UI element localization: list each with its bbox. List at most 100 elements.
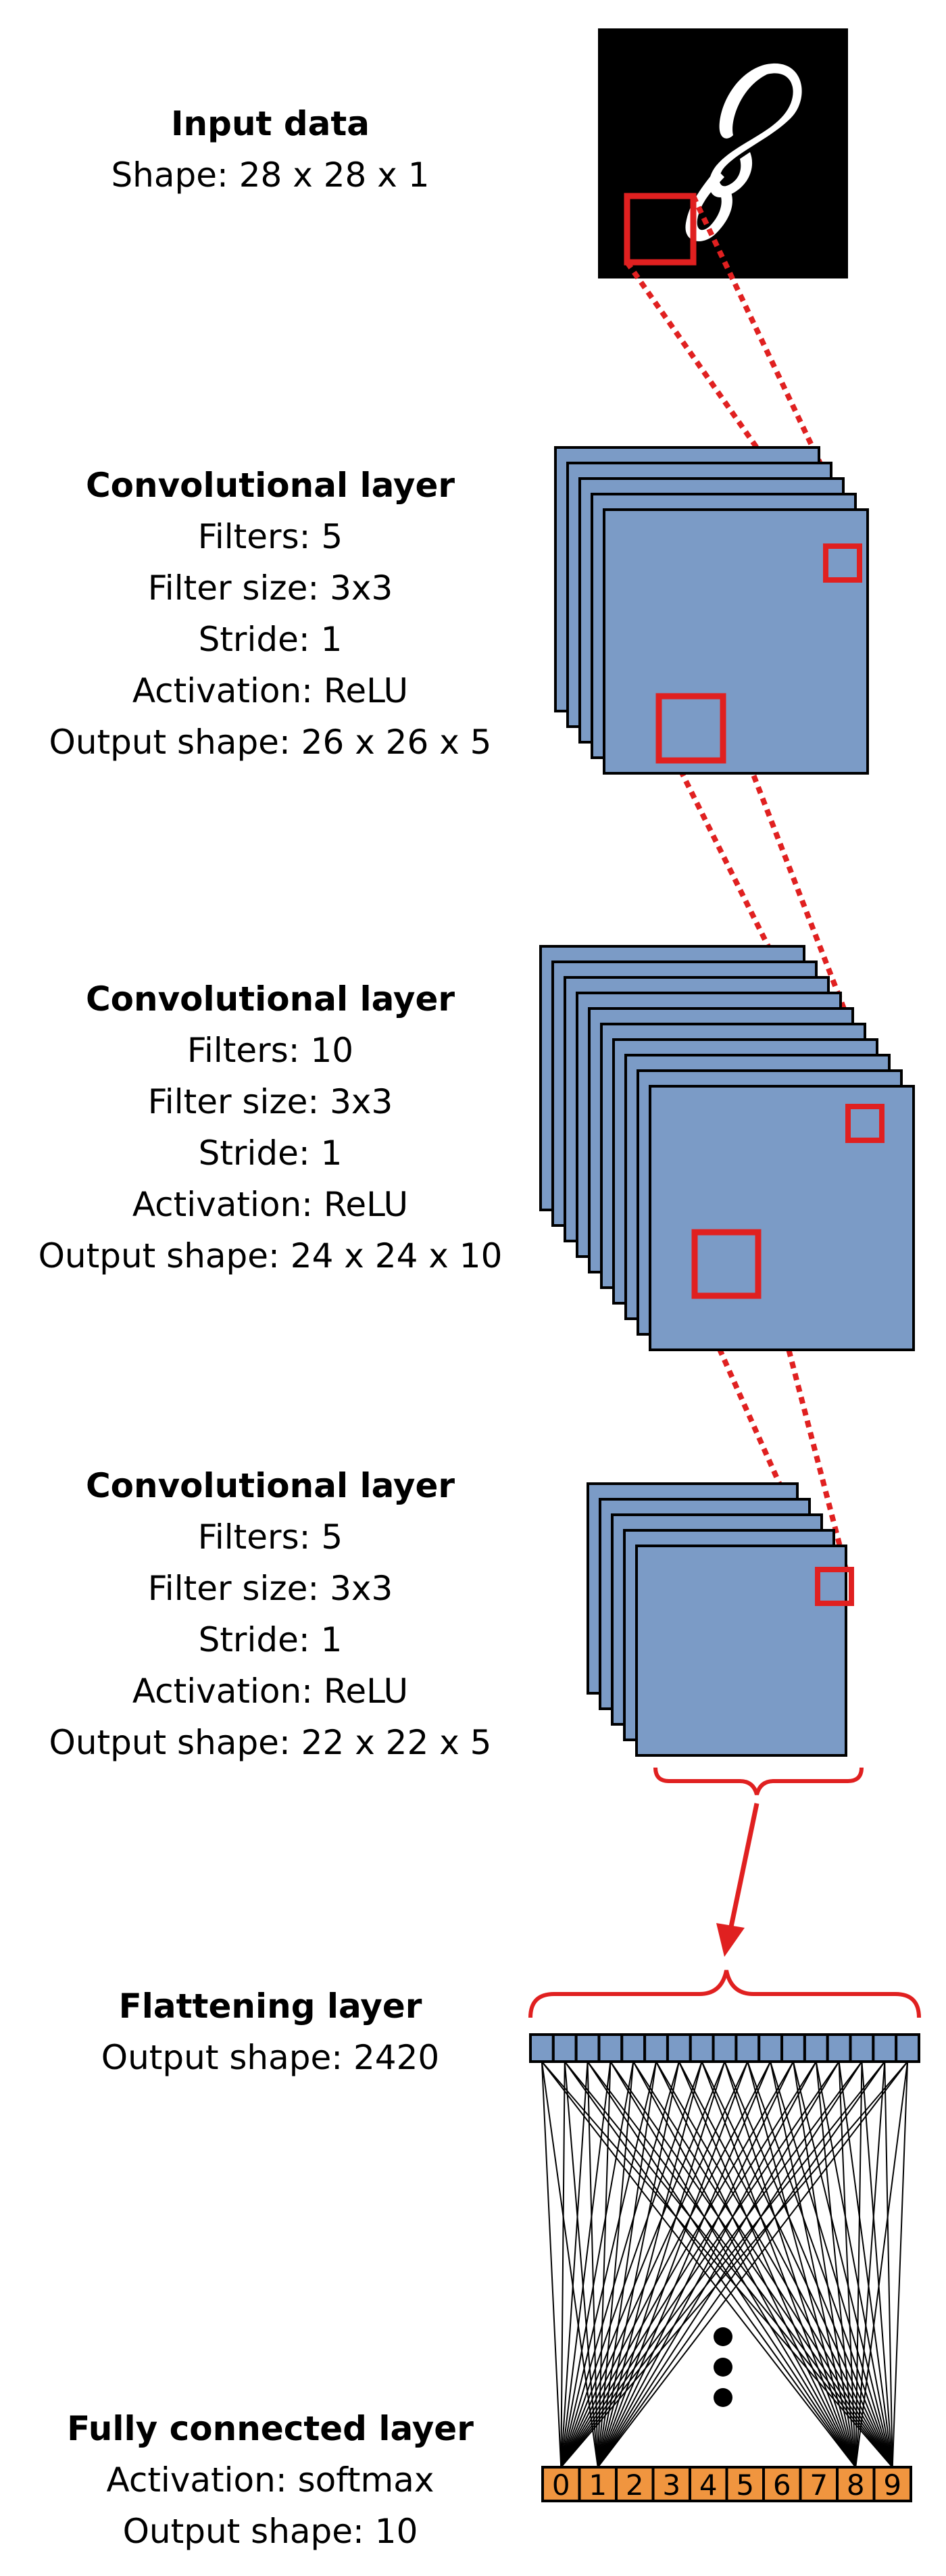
flattening-layer-cells [529, 2033, 921, 2063]
flatten-cell [551, 2033, 578, 2063]
flatten-cell [895, 2033, 921, 2063]
output-label: 9 [883, 2469, 901, 2502]
feature-map [649, 1085, 915, 1351]
conv1-filter-window [655, 693, 726, 764]
connection-line [597, 2061, 749, 2468]
output-cell [615, 2466, 655, 2502]
connection-line [560, 2061, 794, 2468]
layer-detail: Activation: ReLU [132, 1185, 409, 1224]
output-cell [651, 2466, 691, 2502]
conv1-output-window [823, 543, 862, 583]
flatten-brace [528, 1970, 921, 2018]
layer-detail: Stride: 1 [198, 1620, 343, 1659]
output-cell [725, 2466, 765, 2502]
layer-detail: Output shape: 10 [122, 2512, 418, 2551]
layer-detail: Filter size: 3x3 [147, 1569, 393, 1608]
connection-line [560, 2061, 657, 2468]
connection-line [770, 2061, 857, 2468]
output-cell [541, 2466, 581, 2502]
flatten-cell [826, 2033, 852, 2063]
flatten-cell [643, 2033, 669, 2063]
connection-line [815, 2061, 893, 2468]
connection-line [560, 2061, 612, 2468]
connection-line [678, 2061, 857, 2468]
layer-title: Convolutional layer [85, 979, 455, 1019]
layer-detail: Stride: 1 [198, 620, 343, 659]
flatten-cell [849, 2033, 875, 2063]
fully-connected-layer-label: Fully connected layer Activation: softma… [0, 2403, 541, 2557]
connection-line [855, 2061, 863, 2468]
flattening-layer-label: Flattening layer Output shape: 2420 [0, 1980, 541, 2083]
output-cell [762, 2466, 802, 2502]
connection-line [891, 2061, 909, 2468]
dense-connections [541, 2061, 909, 2468]
connection-line [770, 2061, 893, 2468]
layer-title: Convolutional layer [85, 466, 455, 505]
layer-detail: Activation: ReLU [132, 1672, 409, 1711]
layer-detail: Output shape: 26 x 26 x 5 [49, 723, 492, 762]
layer-title: Fully connected layer [67, 2409, 474, 2448]
connection-line [560, 2061, 908, 2468]
connection-line [560, 2061, 589, 2468]
connection-line [861, 2061, 893, 2468]
connection-line [560, 2061, 817, 2468]
layer-title: Input data [170, 104, 370, 143]
flatten-cell [529, 2033, 555, 2063]
output-label: 7 [810, 2469, 828, 2502]
output-label: 1 [589, 2469, 607, 2502]
output-label: 8 [847, 2469, 865, 2502]
connection-line [560, 2061, 863, 2468]
flatten-cell [574, 2033, 601, 2063]
layer-detail: Stride: 1 [198, 1134, 343, 1173]
connection-line [560, 2061, 703, 2468]
conv-layer-1-feature-maps [554, 446, 869, 775]
flatten-cell [780, 2033, 806, 2063]
connection-line [724, 2061, 857, 2468]
layer-title: Convolutional layer [85, 1466, 455, 1505]
connection-line [597, 2061, 772, 2468]
connection-line [560, 2061, 634, 2468]
flatten-cell [757, 2033, 784, 2063]
connection-line [560, 2061, 726, 2468]
filter-projection-lines [624, 195, 885, 1571]
conv2-output-window [845, 1104, 885, 1143]
conv3-output-window [815, 1567, 854, 1606]
connection-line [792, 2061, 893, 2468]
conv-layer-2-feature-maps [539, 945, 915, 1351]
flatten-cell [803, 2033, 829, 2063]
connection-line [597, 2061, 840, 2468]
connection-line [564, 2061, 857, 2468]
conv-layer-1-label: Convolutional layer Filters: 5 Filter si… [0, 460, 541, 768]
connection-line [597, 2061, 817, 2468]
connection-line [560, 2061, 886, 2468]
connection-line [701, 2061, 857, 2468]
connection-line [560, 2061, 566, 2468]
flatten-cell [712, 2033, 738, 2063]
connection-line [815, 2061, 857, 2468]
layer-detail: Output shape: 24 x 24 x 10 [38, 1236, 503, 1275]
connection-line [855, 2061, 909, 2468]
input-image [598, 28, 848, 278]
input-filter-window [624, 193, 697, 266]
input-data-label: Input data Shape: 28 x 28 x 1 [0, 98, 541, 201]
output-label: 3 [662, 2469, 680, 2502]
connection-line [838, 2061, 893, 2468]
output-label: 0 [552, 2469, 570, 2502]
connection-line [747, 2061, 857, 2468]
layer-detail: Filter size: 3x3 [147, 568, 393, 608]
connection-line [541, 2061, 562, 2468]
connection-line [597, 2061, 908, 2468]
flatten-cell [597, 2033, 624, 2063]
connection-line [587, 2061, 857, 2468]
layer-title: Flattening layer [118, 1987, 422, 2026]
connection-line [792, 2061, 857, 2468]
connection-line [560, 2061, 680, 2468]
feature-map [635, 1545, 847, 1757]
connection-line [597, 2061, 863, 2468]
connection-line [838, 2061, 857, 2468]
connection-line [609, 2061, 857, 2468]
conv2-filter-window [691, 1229, 762, 1299]
connection-line [655, 2061, 857, 2468]
connection-line [560, 2061, 772, 2468]
